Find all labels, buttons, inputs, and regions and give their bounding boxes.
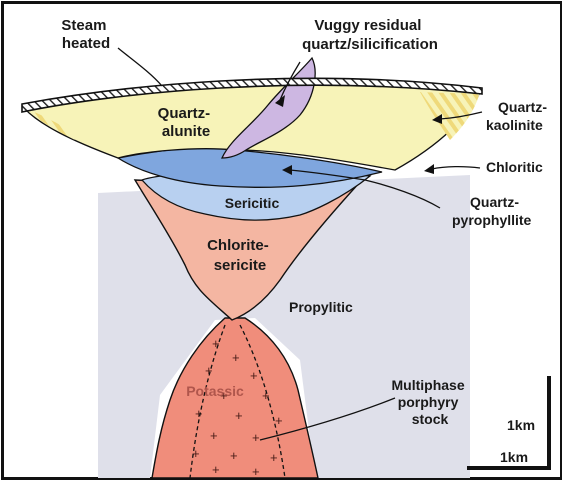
label-vuggy-line2: quartz/silicification	[302, 36, 438, 53]
label-multiphase-line1: Multiphase	[391, 377, 464, 393]
label-potassic: Potassic	[186, 383, 244, 399]
cross-mark: +	[270, 450, 278, 465]
cross-mark: +	[235, 408, 243, 423]
cross-mark: +	[275, 413, 283, 428]
label-quartz-alunite-line1: Quartz-	[158, 105, 211, 122]
label-steam-heated: Steam heated	[61, 17, 110, 52]
label-quartz-alunite: Quartz- alunite	[158, 105, 215, 140]
label-multiphase-line3: stock	[412, 411, 449, 427]
horizontal-scale-label: 1km	[500, 449, 528, 465]
cross-mark: +	[212, 462, 220, 477]
label-steam-heated-line2: heated	[62, 35, 110, 52]
label-chloritic: Chloritic	[486, 159, 543, 175]
cross-mark: +	[252, 464, 260, 479]
label-multiphase-line2: porphyry	[398, 394, 459, 410]
label-chlorite-sericite-line1: Chlorite-	[207, 237, 269, 254]
label-vuggy-line1: Vuggy residual	[314, 17, 421, 34]
label-quartz-kaolinite-line1: Quartz-	[498, 99, 547, 115]
label-steam-heated-line1: Steam	[61, 17, 106, 34]
cross-mark: +	[230, 448, 238, 463]
label-sericitic: Sericitic	[225, 195, 280, 211]
label-propylitic: Propylitic	[289, 299, 353, 315]
label-quartz-kaolinite-line2: kaolinite	[486, 117, 543, 133]
label-quartz-pyrophyllite-line2: pyrophyllite	[452, 212, 532, 228]
cross-mark: +	[210, 428, 218, 443]
label-quartz-alunite-line2: alunite	[162, 123, 210, 140]
cross-mark: +	[232, 350, 240, 365]
vertical-scale-label: 1km	[507, 417, 535, 433]
label-chlorite-sericite-line2: sericite	[214, 257, 267, 274]
cross-mark: +	[192, 446, 200, 461]
cross-mark: +	[212, 336, 220, 351]
cross-mark: +	[252, 430, 260, 445]
label-quartz-pyrophyllite-line1: Quartz-	[470, 194, 519, 210]
cross-mark: +	[250, 368, 258, 383]
